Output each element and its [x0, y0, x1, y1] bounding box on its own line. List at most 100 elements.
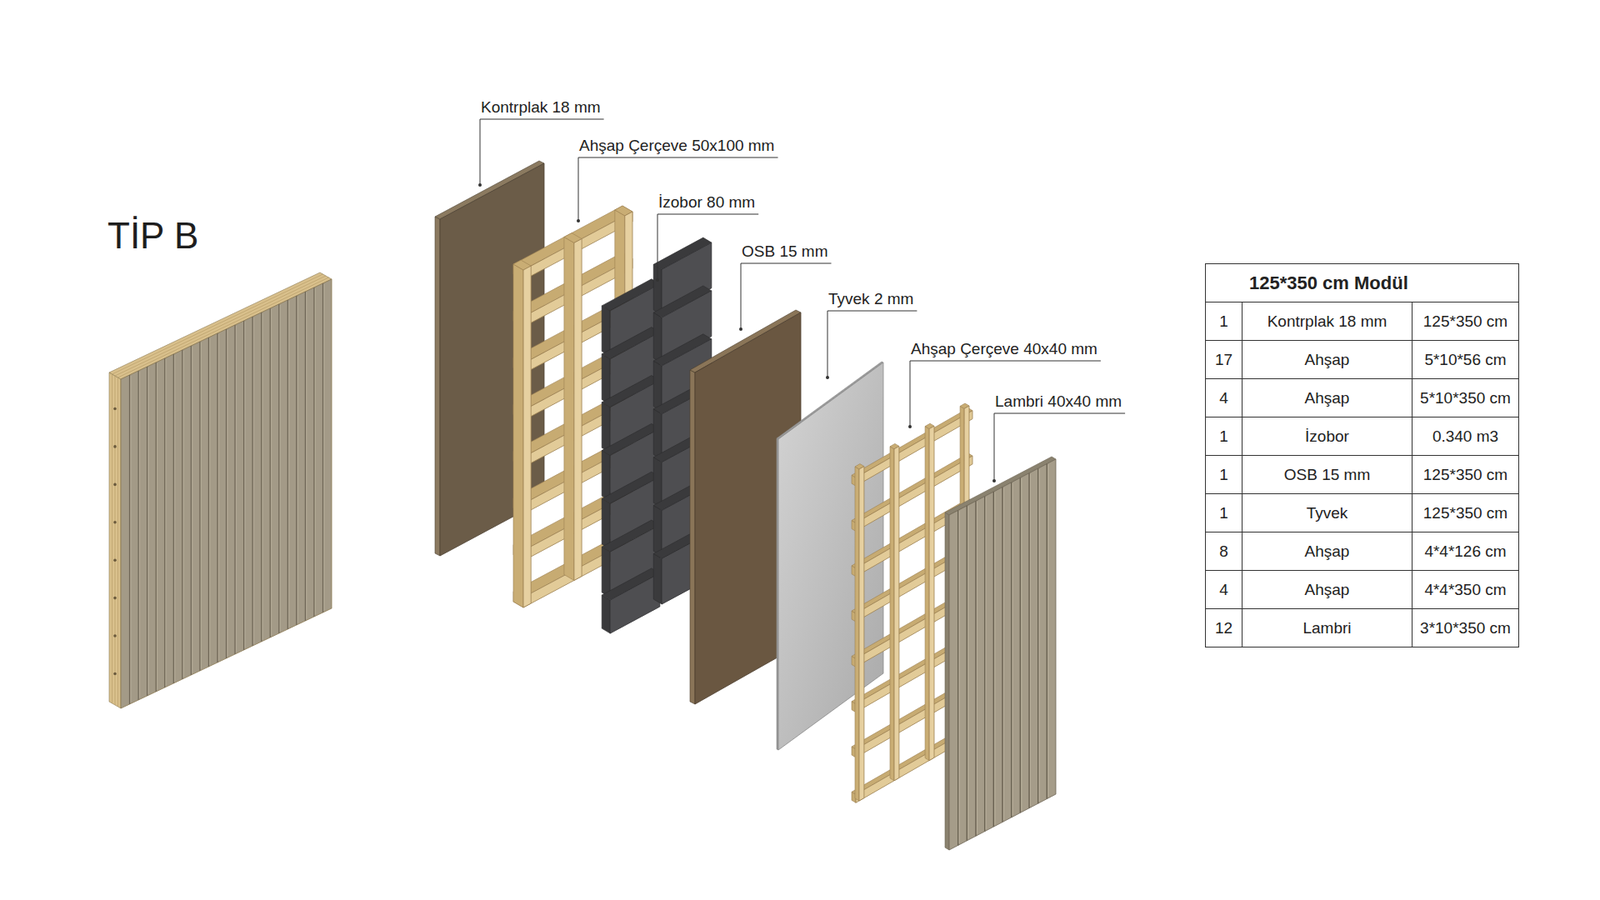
table-text: 12 [1215, 619, 1233, 638]
cladding-highlight [324, 284, 325, 611]
cladding-joint [295, 295, 297, 625]
table-text: 8 [1219, 542, 1229, 561]
batten-post [855, 466, 860, 801]
cladding-highlight [156, 363, 158, 690]
cladding-joint [216, 333, 218, 663]
cladding-joint [234, 325, 235, 655]
part-label: OSB 15 mm [741, 242, 828, 261]
cladding-highlight [165, 359, 167, 686]
cladding-joint [287, 300, 289, 630]
cladding-highlight [1039, 469, 1040, 802]
screw-dot [113, 520, 117, 525]
table-text: Tyvek [1306, 504, 1349, 523]
cladding-highlight [218, 334, 220, 661]
cladding-highlight [280, 305, 281, 632]
leader-dot [908, 425, 912, 429]
bill-of-materials-table: 125*350 cm Modül1Kontrplak 18 mm125*350 … [1205, 263, 1520, 648]
osb-panel [690, 370, 695, 705]
cladding-highlight [1003, 487, 1005, 820]
table-cell: 8 [1205, 532, 1243, 571]
wall-side-layer [115, 375, 116, 705]
label-underline [910, 360, 1101, 362]
label-underline [578, 157, 779, 159]
leader-dot [655, 278, 660, 282]
cladding-highlight [183, 350, 185, 678]
insulation-block [601, 595, 610, 634]
leader-line [578, 157, 580, 221]
leader-dot [825, 375, 830, 380]
label-underline [994, 413, 1125, 415]
cladding-joint [1046, 464, 1048, 800]
plywood-panel [435, 216, 440, 556]
screw-dot [113, 445, 117, 449]
cladding-highlight [174, 355, 175, 682]
leader-line [910, 360, 911, 427]
table-text: İzobor [1305, 427, 1350, 446]
screw-dot [113, 483, 117, 487]
cladding-joint [270, 308, 271, 638]
leader-dot [576, 219, 580, 223]
cladding-joint [243, 320, 245, 650]
cladding-joint [984, 496, 985, 832]
table-cell: 4*4*126 cm [1412, 532, 1520, 571]
table-cell: 1 [1205, 455, 1243, 495]
table-text: OSB 15 mm [1284, 465, 1370, 485]
cladding-joint [1010, 482, 1012, 818]
cladding-highlight [1047, 464, 1049, 797]
cladding-joint [1001, 487, 1003, 823]
cladding-joint [252, 316, 254, 646]
table-cell: Ahşap [1242, 379, 1413, 418]
cladding-highlight [985, 497, 987, 830]
insulation-block [601, 402, 610, 454]
cladding-highlight [262, 313, 264, 640]
cladding-highlight [235, 325, 237, 653]
leader-dot [992, 479, 996, 483]
cladding-highlight [270, 309, 272, 636]
table-cell: 0.340 m3 [1412, 417, 1520, 456]
cladding-joint [173, 354, 175, 684]
table-text: Ahşap [1305, 389, 1350, 408]
leader-line [740, 263, 742, 330]
table-text: 1 [1219, 465, 1229, 485]
cladding-joint [305, 291, 306, 621]
cladding-highlight [1012, 483, 1014, 816]
screw-dot [113, 407, 117, 411]
screw-dot [113, 596, 117, 600]
table-cell: İzobor [1242, 417, 1413, 456]
leader-line [994, 413, 995, 481]
cladding-highlight [191, 346, 193, 674]
table-cell: 1 [1205, 417, 1243, 456]
table-header: 125*350 cm Modül [1249, 272, 1409, 295]
table-text: 5*10*350 cm [1420, 389, 1511, 408]
table-cell: 125*350 cm [1412, 455, 1520, 495]
table-cell: Tyvek [1242, 494, 1413, 533]
table-text: 1 [1219, 427, 1229, 446]
table-cell: 125*350 cm [1412, 494, 1520, 533]
timber-post [574, 239, 582, 581]
table-cell: 1 [1205, 302, 1243, 341]
cladding-joint [164, 358, 165, 688]
cladding-joint [260, 312, 262, 642]
cladding-highlight [148, 367, 150, 695]
wall-top-layer [115, 275, 326, 376]
cladding-joint [975, 500, 976, 836]
table-cell: 125*350 cm [1412, 302, 1520, 341]
insulation-block [610, 573, 660, 634]
screw-dot [113, 672, 117, 676]
leader-line [827, 310, 829, 378]
insulation-block [601, 546, 610, 598]
table-cell: 5*10*56 cm [1412, 340, 1520, 380]
table-text: 0.340 m3 [1432, 427, 1499, 446]
cladding-panel [949, 459, 1056, 850]
insulation-block [653, 409, 662, 460]
cladding-joint [966, 505, 968, 841]
insulation-block [601, 305, 610, 357]
table-text: 5*10*56 cm [1424, 350, 1506, 370]
cladding-highlight [130, 375, 132, 703]
cladding-joint [313, 287, 315, 617]
table-cell: 5*10*350 cm [1412, 379, 1520, 418]
part-label: Ahşap Çerçeve 50x100 mm [579, 136, 775, 155]
wall-side-layer [111, 374, 113, 704]
leader-line [657, 214, 659, 280]
